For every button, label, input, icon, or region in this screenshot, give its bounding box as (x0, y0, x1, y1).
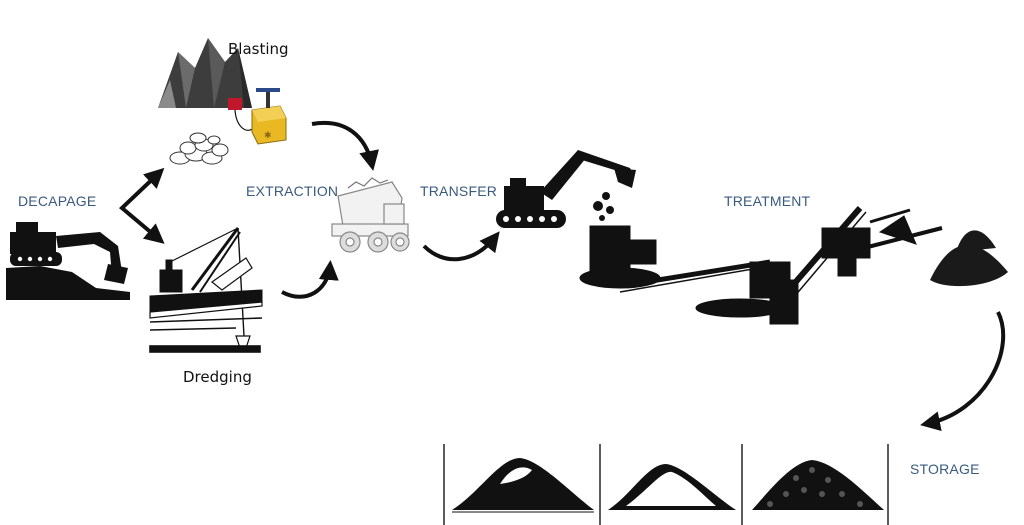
dump-truck-icon (331, 177, 410, 253)
dredging-water-lines (149, 317, 263, 353)
blasting-mountain-icon (158, 38, 252, 108)
storage-pile-fine (608, 464, 736, 510)
dredging-crane-icon (149, 227, 263, 349)
dredging-label: Dredging (183, 368, 252, 386)
treatment-aggregate-piles (930, 230, 1008, 287)
arrow-extraction-to-transfer (422, 231, 500, 262)
decapage-excavator-icon (6, 222, 130, 300)
decapage-track-wheels (17, 256, 53, 262)
decapage-label: DECAPAGE (18, 193, 96, 209)
extraction-label: EXTRACTION (246, 183, 338, 199)
svg-text:✱: ✱ (264, 131, 272, 141)
storage-pile-gravel (752, 460, 884, 510)
rubble-pile-icon (169, 132, 229, 165)
blasting-label: Blasting (228, 40, 289, 58)
storage-label: STORAGE (910, 461, 980, 477)
storage-dividers (443, 444, 889, 525)
transfer-label: TRANSFER (420, 183, 497, 199)
arrow-dredging-to-extraction (281, 260, 339, 299)
transfer-excavator-icon (496, 150, 636, 228)
arrow-decapage-branch (118, 167, 165, 244)
arrow-treatment-to-storage (920, 311, 1006, 432)
storage-pile-sand (452, 458, 594, 513)
transfer-track-wheels (503, 216, 557, 222)
treatment-plant-icon (579, 206, 943, 325)
treatment-label: TREATMENT (724, 193, 811, 209)
falling-rocks-icon (593, 192, 614, 221)
arrow-blasting-to-extraction (311, 120, 379, 171)
detonator-icon: ✱ (228, 88, 287, 145)
